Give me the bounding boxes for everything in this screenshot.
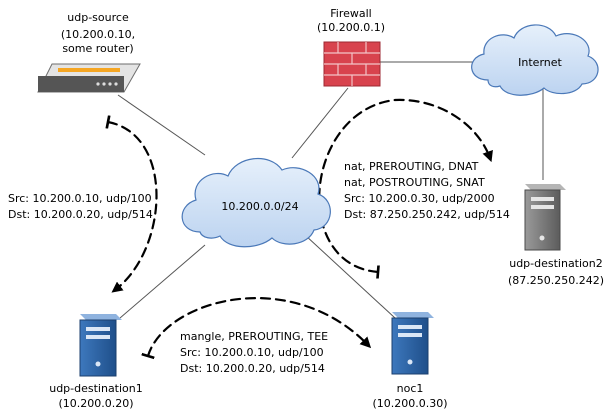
nat-flow-postrouting: nat, POSTROUTING, SNAT [344,176,485,189]
nat-flow-src: Src: 10.200.0.30, udp/2000 [344,192,495,205]
tee-flow-rule: mangle, PREROUTING, TEE [180,330,328,343]
noc1-label: noc1 [397,382,424,395]
lan-cloud-icon [181,157,331,248]
udp-destination2-detail: (87.250.250.242) [508,274,604,287]
lan-label: 10.200.0.0/24 [221,200,298,213]
udp-destination2-node: udp-destination2 (87.250.250.242) [508,184,604,287]
firewall-label: Firewall [330,7,371,20]
link-firewall-lan [291,87,349,159]
udp-source-node: udp-source (10.200.0.10, some router) [37,11,141,93]
udp-destination2-label: udp-destination2 [509,257,603,270]
left-flow-src: Src: 10.200.0.10, udp/100 [8,192,152,205]
flow-arrow-nat [318,98,493,279]
flow-arrow-tee [141,297,372,360]
noc1-node: noc1 (10.200.0.30) [372,312,448,410]
lan-node: 10.200.0.0/24 [181,157,331,248]
nat-flow-prerouting: nat, PREROUTING, DNAT [344,160,479,173]
udp-source-detail-2: some router) [62,42,133,55]
nat-flow-dst: Dst: 87.250.250.242, udp/514 [344,208,510,221]
left-flow-dst: Dst: 10.200.0.20, udp/514 [8,208,153,221]
tee-flow-src: Src: 10.200.0.10, udp/100 [180,346,324,359]
noc1-detail: (10.200.0.30) [372,397,447,410]
internet-node: Internet [471,24,599,96]
tee-flow-annotation: mangle, PREROUTING, TEE Src: 10.200.0.10… [180,330,328,375]
left-flow-annotation: Src: 10.200.0.10, udp/100 Dst: 10.200.0.… [8,192,153,221]
udp-source-detail: (10.200.0.10, [61,28,135,41]
flow-arrow-source-to-dest1 [105,115,158,293]
udp-source-label: udp-source [67,11,129,24]
nat-flow-annotation: nat, PREROUTING, DNAT nat, POSTROUTING, … [344,160,510,221]
link-lan-dest1 [119,244,206,319]
udp-destination1-label: udp-destination1 [49,382,143,395]
traffic-flows [105,98,493,360]
tee-flow-dst: Dst: 10.200.0.20, udp/514 [180,362,325,375]
firewall-icon [323,41,381,87]
server-icon [79,314,122,377]
link-source-lan [117,94,206,156]
firewall-node: Firewall (10.200.0.1) [317,7,385,87]
internet-cloud-icon [471,24,599,96]
server-icon [524,184,566,251]
server-icon [391,312,434,375]
udp-destination1-detail: (10.200.0.20) [58,397,133,410]
firewall-detail: (10.200.0.1) [317,21,385,34]
network-links [117,61,544,319]
internet-label: Internet [518,56,562,69]
link-lan-noc1 [304,234,396,319]
router-icon [37,63,141,93]
udp-destination1-node: udp-destination1 (10.200.0.20) [49,314,143,410]
